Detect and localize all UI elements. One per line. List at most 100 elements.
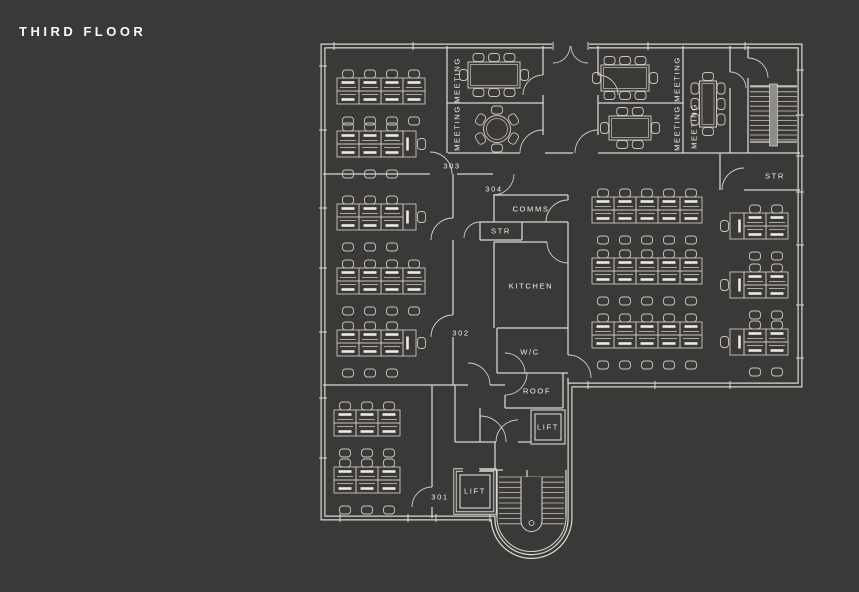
chair xyxy=(771,251,783,261)
desk xyxy=(380,342,404,357)
monitor xyxy=(662,342,676,345)
chair xyxy=(771,367,783,377)
chair xyxy=(597,235,609,245)
chair xyxy=(342,242,354,252)
chair xyxy=(771,310,783,320)
chair xyxy=(386,69,398,79)
chair xyxy=(472,53,485,62)
desk xyxy=(635,321,659,336)
monitor xyxy=(596,325,610,328)
desk xyxy=(355,479,379,494)
page-title: THIRD FLOOR xyxy=(19,24,147,39)
chair xyxy=(339,458,351,468)
chair xyxy=(503,88,516,97)
desk xyxy=(743,341,767,356)
desk xyxy=(355,466,379,481)
room-label: MEETING xyxy=(453,105,462,151)
desk-bank xyxy=(336,195,426,252)
chair xyxy=(339,505,351,515)
chair xyxy=(641,296,653,306)
monitor xyxy=(363,98,377,101)
chair xyxy=(361,458,373,468)
monitor xyxy=(406,210,409,224)
room-label: 303 xyxy=(443,162,460,171)
room-label: 302 xyxy=(452,329,469,338)
monitor xyxy=(385,134,399,137)
desk xyxy=(380,216,404,231)
chair xyxy=(597,360,609,370)
chair xyxy=(749,204,761,214)
room-label: ROOF xyxy=(523,387,551,396)
chair xyxy=(619,249,631,259)
chair xyxy=(459,69,468,81)
chair xyxy=(342,122,354,132)
chair xyxy=(685,313,697,323)
chair xyxy=(641,235,653,245)
room-label: MEETING xyxy=(690,103,699,149)
desk xyxy=(679,270,703,285)
chair xyxy=(491,105,503,115)
desk xyxy=(729,271,745,299)
desk xyxy=(679,209,703,224)
desk-bank xyxy=(336,321,426,378)
desk xyxy=(679,321,703,336)
desk xyxy=(613,270,637,285)
desk xyxy=(402,280,426,295)
desk xyxy=(765,225,789,240)
monitor xyxy=(338,413,352,416)
monitor xyxy=(684,342,698,345)
monitor xyxy=(341,207,355,210)
chair xyxy=(339,448,351,458)
chair xyxy=(507,132,520,145)
chair xyxy=(619,360,631,370)
chair xyxy=(364,122,376,132)
monitor xyxy=(363,134,377,137)
chair xyxy=(386,368,398,378)
chair xyxy=(690,98,700,110)
monitor xyxy=(341,350,355,353)
desk xyxy=(336,90,360,105)
monitor xyxy=(662,325,676,328)
monitor xyxy=(363,207,377,210)
monitor xyxy=(618,325,632,328)
room-label: LIFT xyxy=(537,423,559,432)
monitor xyxy=(770,233,784,236)
desk xyxy=(380,143,404,158)
room-label: MEETING xyxy=(673,56,682,102)
desk xyxy=(743,284,767,299)
chair xyxy=(685,235,697,245)
chair xyxy=(771,263,783,273)
desk xyxy=(743,212,767,227)
monitor xyxy=(360,430,374,433)
desk xyxy=(657,334,681,349)
desk xyxy=(765,341,789,356)
chair xyxy=(520,69,529,81)
desk xyxy=(377,479,401,494)
chair xyxy=(364,259,376,269)
desk xyxy=(358,342,382,357)
monitor xyxy=(341,81,355,84)
monitor xyxy=(618,217,632,220)
monitor xyxy=(748,216,762,219)
chair xyxy=(663,296,675,306)
monitor xyxy=(640,342,654,345)
monitor xyxy=(596,200,610,203)
chair xyxy=(702,72,714,81)
stairs xyxy=(496,83,797,552)
chair xyxy=(702,127,714,136)
monitor xyxy=(770,349,784,352)
desk xyxy=(402,130,417,158)
desk xyxy=(743,225,767,240)
chair xyxy=(361,448,373,458)
monitor xyxy=(341,98,355,101)
desk xyxy=(380,267,404,282)
desk xyxy=(380,203,404,218)
monitor xyxy=(596,278,610,281)
window-ticks xyxy=(319,42,804,522)
room-label: STR xyxy=(765,172,785,181)
desk xyxy=(336,329,360,344)
monitor xyxy=(363,333,377,336)
room-label: KITCHEN xyxy=(509,282,554,291)
chair xyxy=(771,320,783,330)
